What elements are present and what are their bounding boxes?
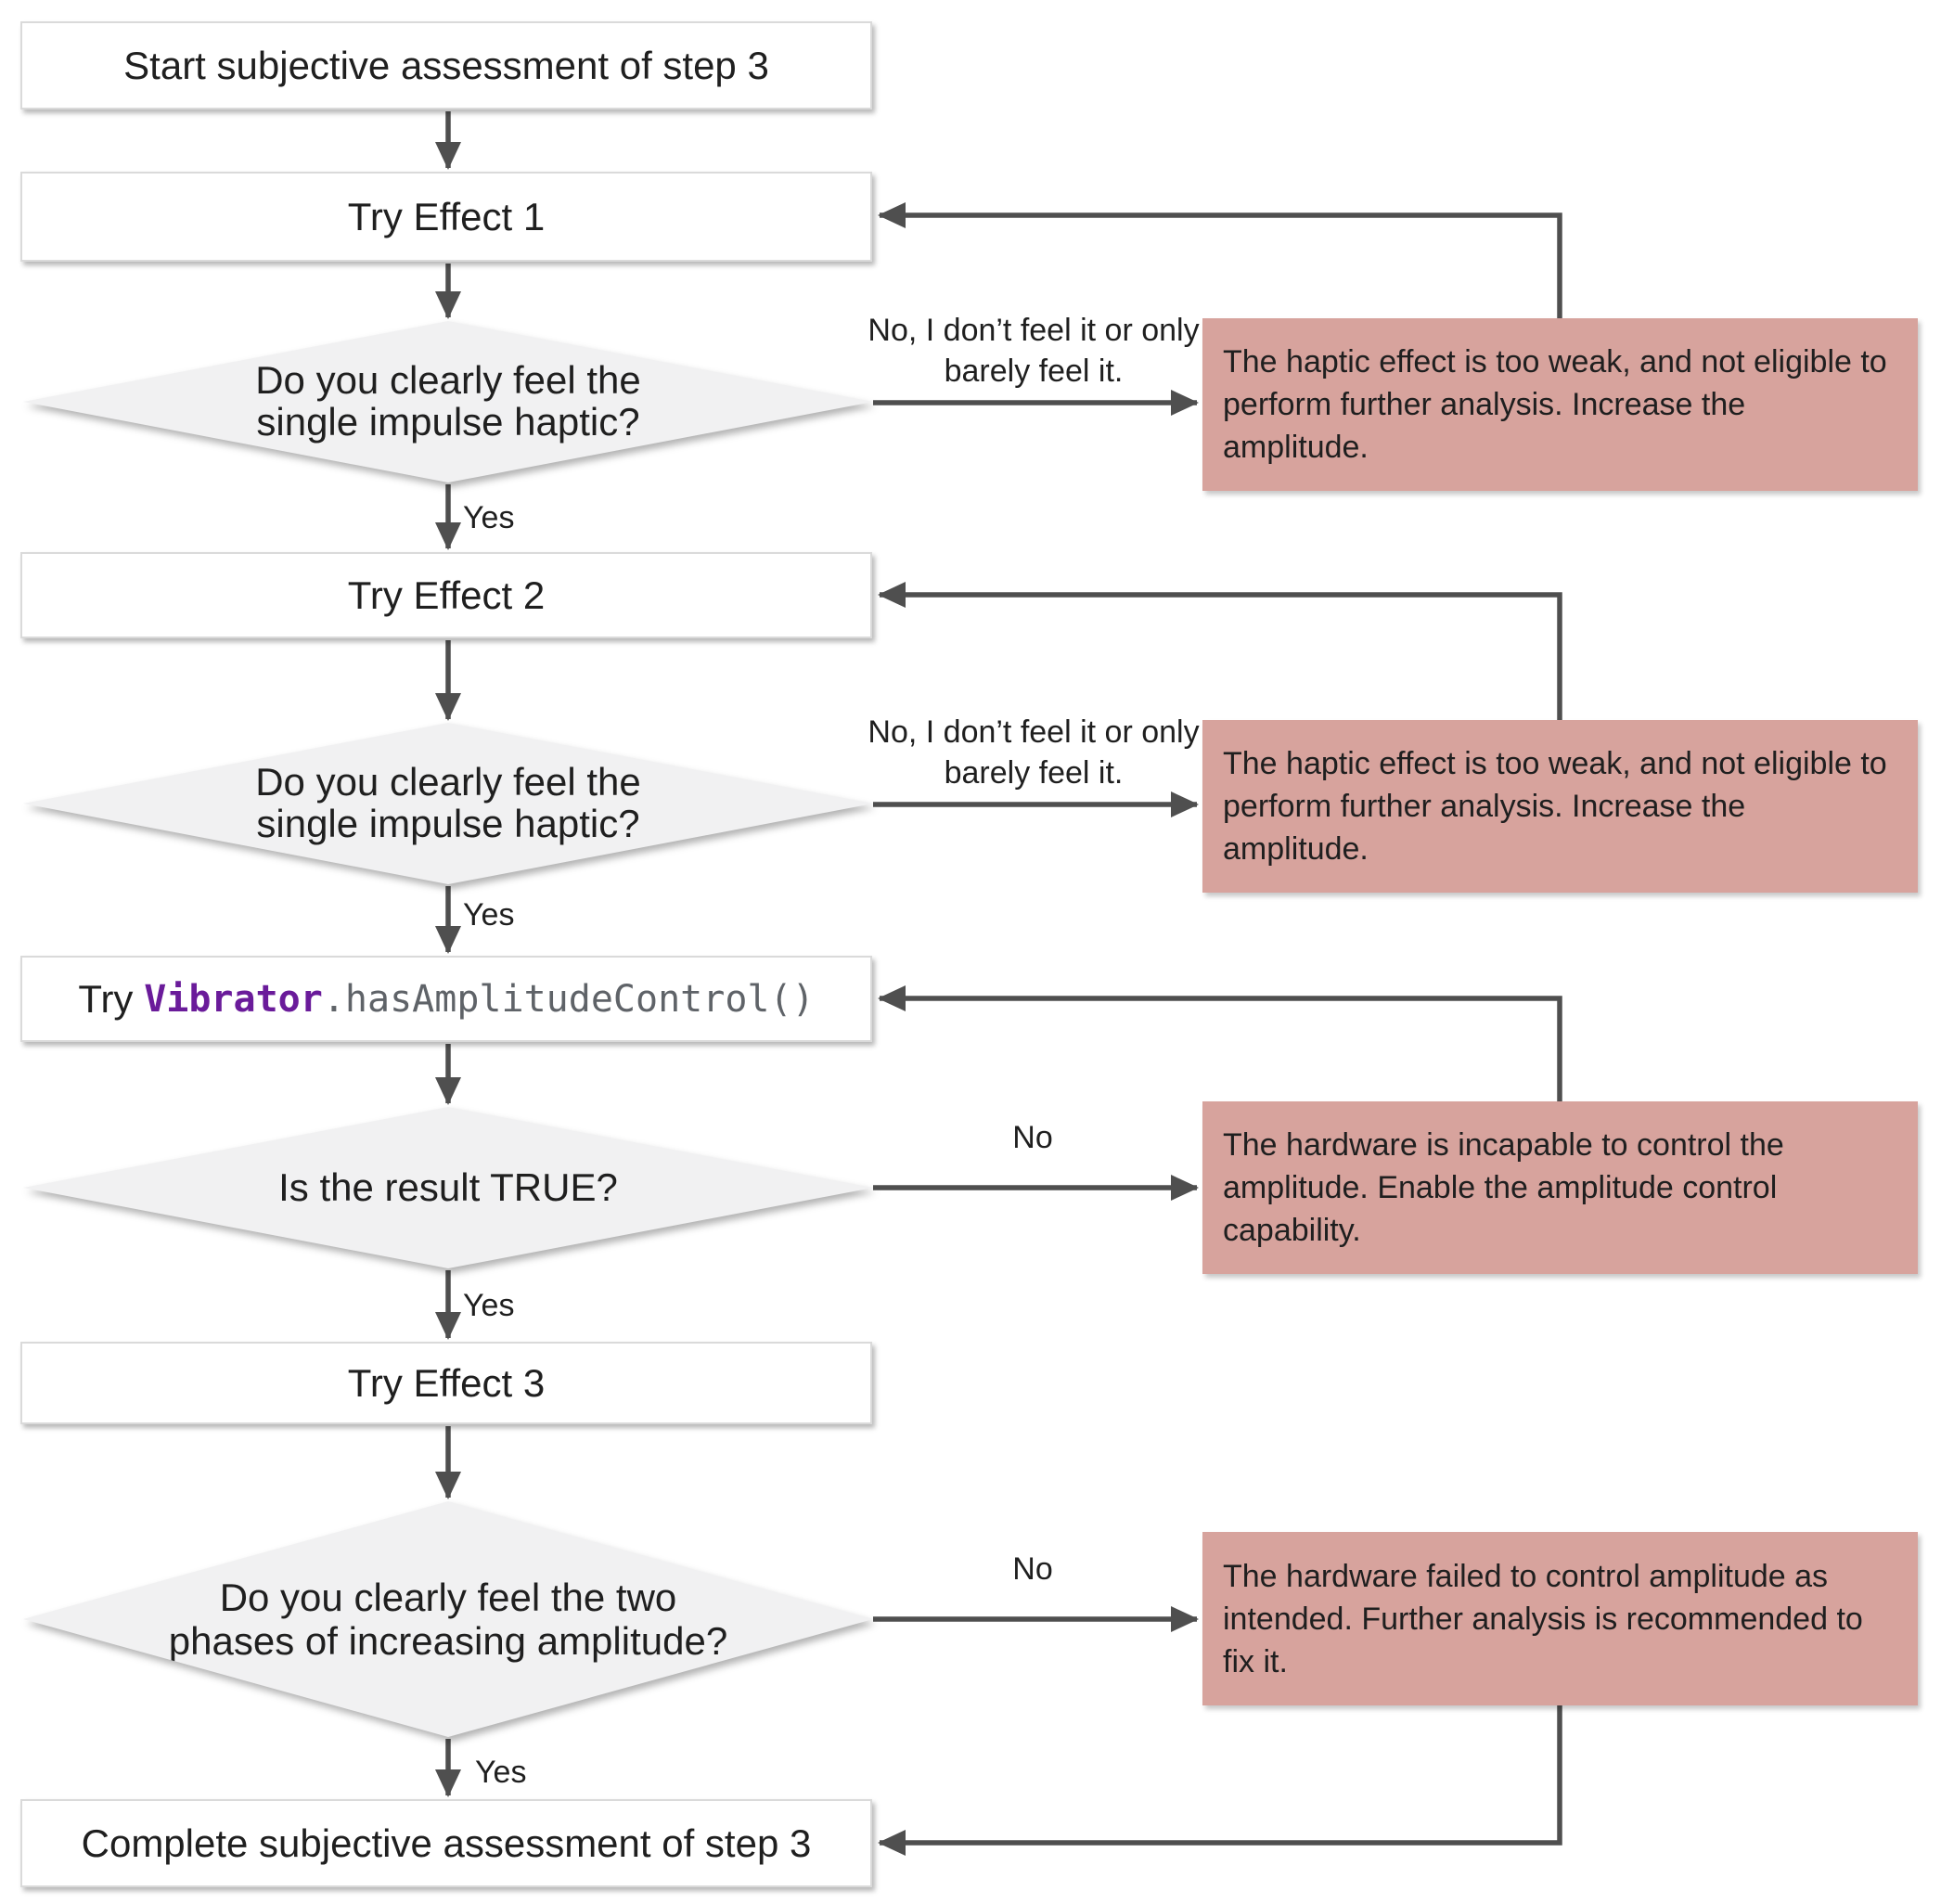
api-check-method: .hasAmplitudeControl()	[322, 977, 815, 1021]
edge-label-yes-1: Yes	[463, 500, 515, 535]
node-try-effect-3-label: Try Effect 3	[347, 1360, 546, 1405]
alert-failed-control: The hardware failed to control amplitude…	[1202, 1532, 1918, 1705]
alert-too-weak-2-text: The haptic effect is too weak, and not e…	[1223, 746, 1887, 867]
decision-result-true: Is the result TRUE?	[23, 1107, 873, 1268]
decision-result-true-label: Is the result TRUE?	[278, 1164, 618, 1209]
node-try-effect-2: Try Effect 2	[20, 552, 872, 638]
edge-alert1-loopback-to-try1	[878, 202, 1562, 318]
alert-no-amplitude-control-text: The hardware is incapable to control the…	[1223, 1127, 1784, 1248]
node-api-check: Try Vibrator .hasAmplitudeControl()	[20, 956, 872, 1042]
alert-no-amplitude-control: The hardware is incapable to control the…	[1202, 1101, 1918, 1274]
alert-too-weak-2: The haptic effect is too weak, and not e…	[1202, 720, 1918, 893]
decision-feel-2: Do you clearly feel the single impulse h…	[23, 723, 873, 884]
edge-label-no-3: No	[1012, 1120, 1053, 1155]
edge-label-yes-2: Yes	[463, 897, 515, 933]
edge-alert3-loopback-to-apicheck	[878, 985, 1562, 1101]
decision-feel-1-label: Do you clearly feel the single impulse h…	[255, 358, 641, 444]
decision-two-phases: Do you clearly feel the two phases of in…	[23, 1501, 873, 1737]
edge-label-no-feel-2: No, I don’t feel it or only barely feel …	[868, 714, 1200, 791]
api-check-prefix: Try	[78, 976, 134, 1021]
decision-two-phases-shape: Do you clearly feel the two phases of in…	[23, 1501, 873, 1737]
decision-feel-2-shape: Do you clearly feel the single impulse h…	[23, 723, 873, 884]
node-complete: Complete subjective assessment of step 3	[20, 1799, 872, 1887]
node-try-effect-1: Try Effect 1	[20, 172, 872, 262]
alert-failed-control-text: The hardware failed to control amplitude…	[1223, 1558, 1863, 1679]
node-try-effect-1-label: Try Effect 1	[347, 194, 546, 238]
decision-feel-2-label: Do you clearly feel the single impulse h…	[255, 760, 641, 845]
decision-feel-1-shape: Do you clearly feel the single impulse h…	[23, 321, 873, 482]
edge-label-yes-4: Yes	[475, 1755, 527, 1790]
alert-too-weak-1: The haptic effect is too weak, and not e…	[1202, 318, 1918, 491]
decision-result-true-shape: Is the result TRUE?	[23, 1107, 873, 1268]
edge-alert4-to-complete	[878, 1705, 1562, 1856]
edge-label-no-4: No	[1012, 1551, 1053, 1587]
node-start: Start subjective assessment of step 3	[20, 21, 872, 109]
node-complete-label: Complete subjective assessment of step 3	[81, 1820, 812, 1865]
edge-label-no-feel-1: No, I don’t feel it or only barely feel …	[868, 313, 1200, 389]
node-start-label: Start subjective assessment of step 3	[123, 43, 769, 87]
edge-label-yes-3: Yes	[463, 1288, 515, 1323]
edge-alert2-loopback-to-try2	[878, 582, 1562, 720]
decision-feel-1: Do you clearly feel the single impulse h…	[23, 321, 873, 482]
decision-two-phases-label: Do you clearly feel the two phases of in…	[168, 1575, 728, 1663]
node-try-effect-3: Try Effect 3	[20, 1342, 872, 1424]
node-try-effect-2-label: Try Effect 2	[347, 572, 546, 617]
alert-too-weak-1-text: The haptic effect is too weak, and not e…	[1223, 344, 1887, 465]
api-check-class: Vibrator	[144, 977, 323, 1021]
